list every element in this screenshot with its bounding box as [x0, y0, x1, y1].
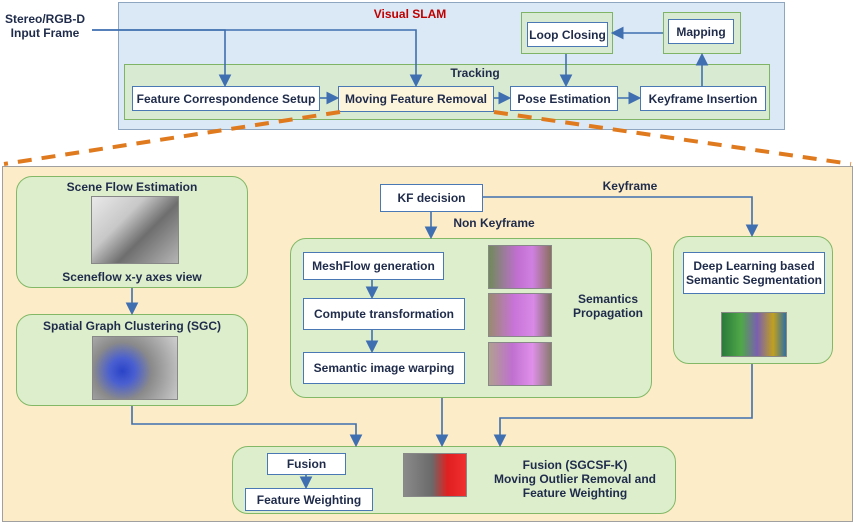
semantic-image-3 [488, 342, 552, 386]
loop-closing-box: Loop Closing [527, 22, 608, 47]
fusion-title-line2: Moving Outlier Removal and [493, 472, 657, 486]
semantics-propagation-label: Semantics Propagation [570, 292, 646, 320]
non-keyframe-label: Non Keyframe [453, 216, 535, 230]
sgc-image [92, 336, 178, 400]
dl-segmentation-image [721, 312, 787, 357]
zoom-line-right [493, 110, 852, 166]
scene-flow-caption: Sceneflow x-y axes view [62, 270, 202, 284]
semantic-warping-box: Semantic image warping [303, 352, 465, 384]
input-to-feature-arrow [92, 29, 232, 88]
kf-to-keyframe-arrow [483, 196, 759, 238]
fusion-title-line3: Feature Weighting [522, 486, 628, 500]
fusion-title: Fusion (SGCSF-K) Moving Outlier Removal … [480, 458, 670, 500]
meshflow-box: MeshFlow generation [303, 252, 444, 280]
fusion-box: Fusion [267, 453, 346, 475]
fusion-title-line1: Fusion (SGCSF-K) [522, 458, 628, 472]
semantic-image-2 [488, 293, 552, 337]
semantics-label-line1: Semantics [577, 292, 639, 306]
keyframe-label: Keyframe [602, 179, 658, 193]
scene-flow-title: Scene Flow Estimation [66, 180, 198, 194]
tracking-title: Tracking [450, 66, 500, 80]
semantic-image-1 [488, 245, 552, 289]
compute-transformation-box: Compute transformation [303, 298, 465, 330]
input-frame-label: Stereo/RGB-D Input Frame [0, 12, 90, 40]
moving-feature-removal-box: Moving Feature Removal [338, 86, 494, 112]
feature-weighting-box: Feature Weighting [245, 488, 373, 511]
dl-segmentation-line2: Semantic Segmentation [685, 273, 823, 287]
sceneflow-image [91, 196, 179, 264]
pose-estimation-box: Pose Estimation [510, 86, 618, 111]
input-frame-line1: Stereo/RGB-D [4, 12, 85, 26]
dl-to-fusion-arrow [493, 364, 753, 448]
sgc-title: Spatial Graph Clustering (SGC) [42, 319, 222, 333]
zoom-line-left [3, 110, 341, 166]
kf-decision-box: KF decision [380, 184, 483, 212]
keyframe-insertion-box: Keyframe Insertion [640, 86, 766, 111]
feature-correspondence-box: Feature Correspondence Setup [132, 86, 320, 111]
dl-segmentation-line1: Deep Learning based [693, 259, 815, 273]
input-frame-line2: Input Frame [10, 26, 80, 40]
semantics-label-line2: Propagation [572, 306, 643, 320]
input-to-moving-arrow [92, 29, 423, 88]
scene-flow-panel [16, 176, 248, 288]
visual-slam-title: Visual SLAM [373, 7, 447, 21]
dl-segmentation-box: Deep Learning based Semantic Segmentatio… [683, 252, 825, 294]
sgc-to-fusion-arrow [131, 406, 363, 448]
mapping-box: Mapping [668, 19, 734, 44]
fusion-image [403, 453, 467, 497]
